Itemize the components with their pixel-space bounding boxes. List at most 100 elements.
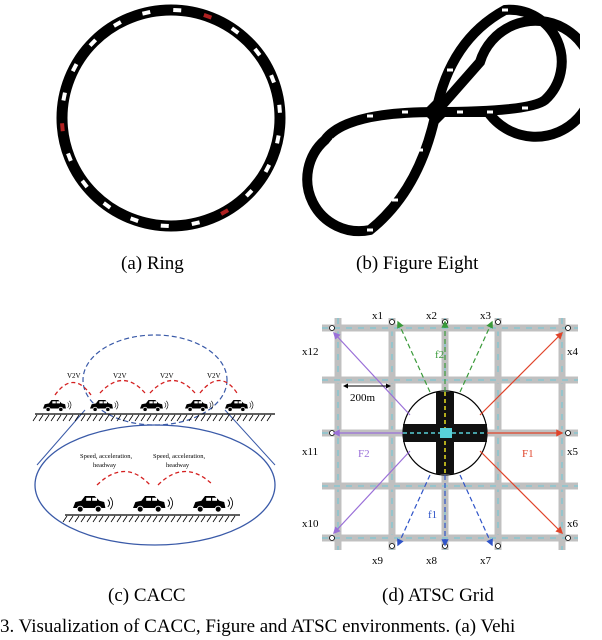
flow-label-F1: F1 xyxy=(522,448,534,460)
caption-ring: (a) Ring xyxy=(121,253,184,274)
vehicle xyxy=(542,78,548,82)
car-icon xyxy=(90,400,119,412)
grid-node xyxy=(565,325,571,331)
caption-figure-eight: (b) Figure Eight xyxy=(356,253,479,274)
info-label-1: Speed, acceleration, headway xyxy=(80,453,134,469)
flow-label-F2: F2 xyxy=(358,448,370,460)
car-icon xyxy=(185,400,214,412)
node-label-x5: x5 xyxy=(567,446,579,458)
vehicle xyxy=(269,74,276,84)
cacc-vehicles xyxy=(43,400,254,513)
v2v-arc xyxy=(96,471,151,486)
node-label-x11: x11 xyxy=(302,446,318,458)
vehicle xyxy=(502,8,508,12)
vehicle xyxy=(447,68,453,72)
v2v-label-1: V2V xyxy=(67,372,81,380)
vehicle xyxy=(129,216,139,223)
vehicle xyxy=(220,208,230,216)
car-icon xyxy=(140,400,169,412)
node-label-x6: x6 xyxy=(567,518,579,530)
vehicle xyxy=(402,110,408,114)
node-label-x9: x9 xyxy=(372,555,384,567)
grid-node xyxy=(495,543,501,549)
figure-caption-text: 3. Visualization of CACC, Figure and ATS… xyxy=(0,616,516,637)
ring-track-figure xyxy=(56,4,286,232)
vehicle xyxy=(66,152,73,162)
caption-atsc-grid: (d) ATSC Grid xyxy=(382,585,494,606)
v2v-label-2: V2V xyxy=(113,372,127,380)
grid-node xyxy=(565,430,571,436)
node-label-x8: x8 xyxy=(426,555,438,567)
flow-F2 xyxy=(332,331,411,535)
vehicle xyxy=(61,92,67,101)
v2v-arc xyxy=(99,379,146,394)
vehicle xyxy=(230,26,240,35)
info-label-2: Speed, acceleration, headway xyxy=(153,453,207,469)
flow-f2 xyxy=(397,320,493,393)
vehicle xyxy=(191,220,201,227)
vehicle xyxy=(253,47,262,57)
distance-label: 200m xyxy=(350,392,376,404)
grid-node xyxy=(495,319,501,325)
atsc-grid-panel: 200m f2 f1 F1 F2 x1 x2 x3 x4 x5 x6 x7 x8… xyxy=(300,300,600,570)
figure-eight-track-figure xyxy=(302,4,599,237)
flow-F1 xyxy=(479,331,564,535)
flow-f1 xyxy=(397,474,493,547)
node-label-x1: x1 xyxy=(372,310,383,322)
ring-panel xyxy=(40,0,310,240)
grid-node xyxy=(389,543,395,549)
vehicle xyxy=(457,110,463,114)
vehicle xyxy=(487,110,493,114)
vehicle xyxy=(70,63,79,73)
vehicle xyxy=(112,20,122,28)
vehicle xyxy=(367,114,373,118)
vehicle xyxy=(337,208,343,212)
vehicle xyxy=(263,163,272,173)
vehicle xyxy=(160,223,169,229)
flow-label-f1: f1 xyxy=(428,509,437,521)
node-label-x12: x12 xyxy=(302,346,319,358)
vehicle xyxy=(88,38,98,47)
car-icon xyxy=(43,400,72,412)
vehicle xyxy=(141,9,151,16)
cacc-figure: V2V V2V V2V V2V Speed, acceleration, hea… xyxy=(32,334,276,546)
node-label-x7: x7 xyxy=(480,555,492,567)
figure-eight-vehicles xyxy=(319,8,548,232)
grid-node xyxy=(565,535,571,541)
vehicle xyxy=(332,138,338,142)
vehicle xyxy=(244,189,254,198)
grid-node xyxy=(329,535,335,541)
flow-label-f2: f2 xyxy=(435,349,444,361)
car-icon xyxy=(225,400,254,412)
v2v-arc xyxy=(199,379,238,394)
cacc-panel: V2V V2V V2V V2V Speed, acceleration, hea… xyxy=(25,330,290,570)
vehicle xyxy=(80,179,89,189)
vehicle xyxy=(102,201,112,210)
vehicle xyxy=(472,18,478,22)
vehicle xyxy=(417,148,423,152)
v2v-arc xyxy=(157,471,214,486)
grid-node xyxy=(329,430,335,436)
vehicle xyxy=(277,104,282,113)
node-label-x10: x10 xyxy=(302,518,319,530)
node-label-x4: x4 xyxy=(567,346,579,358)
grid-node xyxy=(389,319,395,325)
caption-cacc: (c) CACC xyxy=(108,585,186,606)
vehicle xyxy=(275,135,281,144)
ring-vehicles xyxy=(60,7,282,229)
atsc-grid-figure: 200m f2 f1 F1 F2 x1 x2 x3 x4 x5 x6 x7 x8… xyxy=(302,310,579,567)
v2v-arc xyxy=(54,381,92,396)
v2v-label-4: V2V xyxy=(207,372,221,380)
vehicle xyxy=(367,228,373,232)
grid-node xyxy=(329,325,335,331)
node-label-x3: x3 xyxy=(480,310,492,322)
vehicle xyxy=(319,173,325,177)
car-icon xyxy=(193,496,234,513)
vehicle xyxy=(60,123,65,132)
figure-eight-panel xyxy=(300,0,599,245)
vehicle xyxy=(522,106,528,110)
vehicle xyxy=(529,38,535,42)
vehicle xyxy=(392,198,398,202)
vehicle xyxy=(173,7,182,13)
v2v-label-3: V2V xyxy=(160,372,174,380)
